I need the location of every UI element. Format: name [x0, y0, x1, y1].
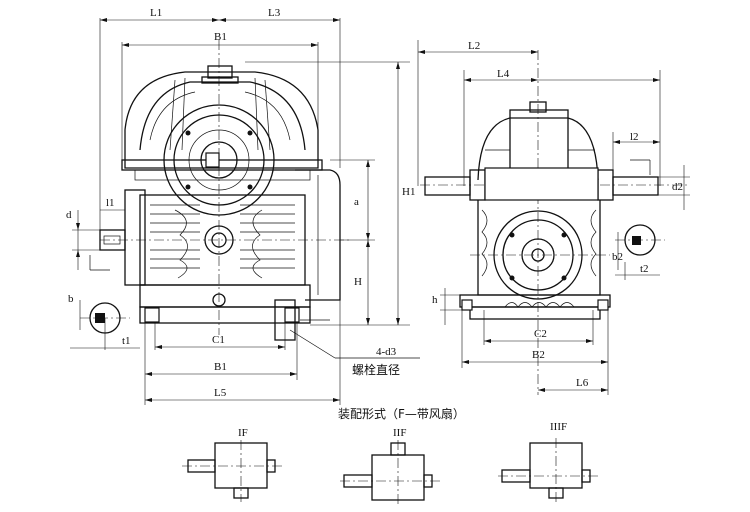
dim-L4: L4 — [497, 68, 510, 80]
bolts-label: 4-d3 — [376, 346, 397, 358]
dim-B1-bottom: B1 — [214, 361, 227, 373]
dim-l1: l1 — [106, 197, 115, 209]
side-view — [420, 50, 690, 395]
dim-t1: t1 — [122, 335, 131, 347]
dim-h: h — [432, 294, 438, 306]
dim-B1-top: B1 — [214, 31, 227, 43]
front-view — [80, 40, 350, 341]
dim-l2: l2 — [630, 131, 639, 143]
assembly-form-1: IF — [182, 427, 282, 502]
dim-d: d — [66, 209, 72, 221]
dim-a: a — [354, 196, 359, 208]
assembly-form-label: IF — [238, 427, 248, 439]
dim-t2: t2 — [640, 263, 649, 275]
dim-H1: H1 — [402, 186, 415, 198]
dim-L3: L3 — [268, 7, 281, 19]
dim-L5: L5 — [214, 387, 227, 399]
dim-b2: b2 — [612, 251, 623, 263]
dim-L2: L2 — [468, 40, 480, 52]
dim-B2: B2 — [532, 349, 545, 361]
assembly-form-label: IIIF — [550, 421, 567, 433]
side-labels: L2 L4 l2 d2 b2 t2 h C2 B2 L6 — [432, 40, 683, 389]
front-dimensions — [70, 18, 420, 405]
assembly-form-3: IIIF — [498, 421, 598, 502]
dim-H: H — [354, 276, 362, 288]
front-labels: L1 L3 B1 H1 a H d l1 b t1 C1 B1 L5 4-d3 … — [66, 7, 415, 399]
dim-d2: d2 — [672, 181, 683, 193]
cooling-fins — [150, 204, 295, 269]
dim-b: b — [68, 293, 74, 305]
assembly-form-label: IIF — [393, 427, 406, 439]
assembly-form-2: IIF — [340, 427, 440, 505]
dim-L6: L6 — [576, 377, 589, 389]
bolt-diameter-label: 螺栓直径 — [352, 362, 400, 377]
dim-L1: L1 — [150, 7, 162, 19]
assembly-title: 装配形式（F—带风扇） — [338, 406, 465, 421]
dim-C1: C1 — [212, 334, 225, 346]
dim-C2: C2 — [534, 328, 547, 340]
side-dimensions — [417, 40, 690, 395]
